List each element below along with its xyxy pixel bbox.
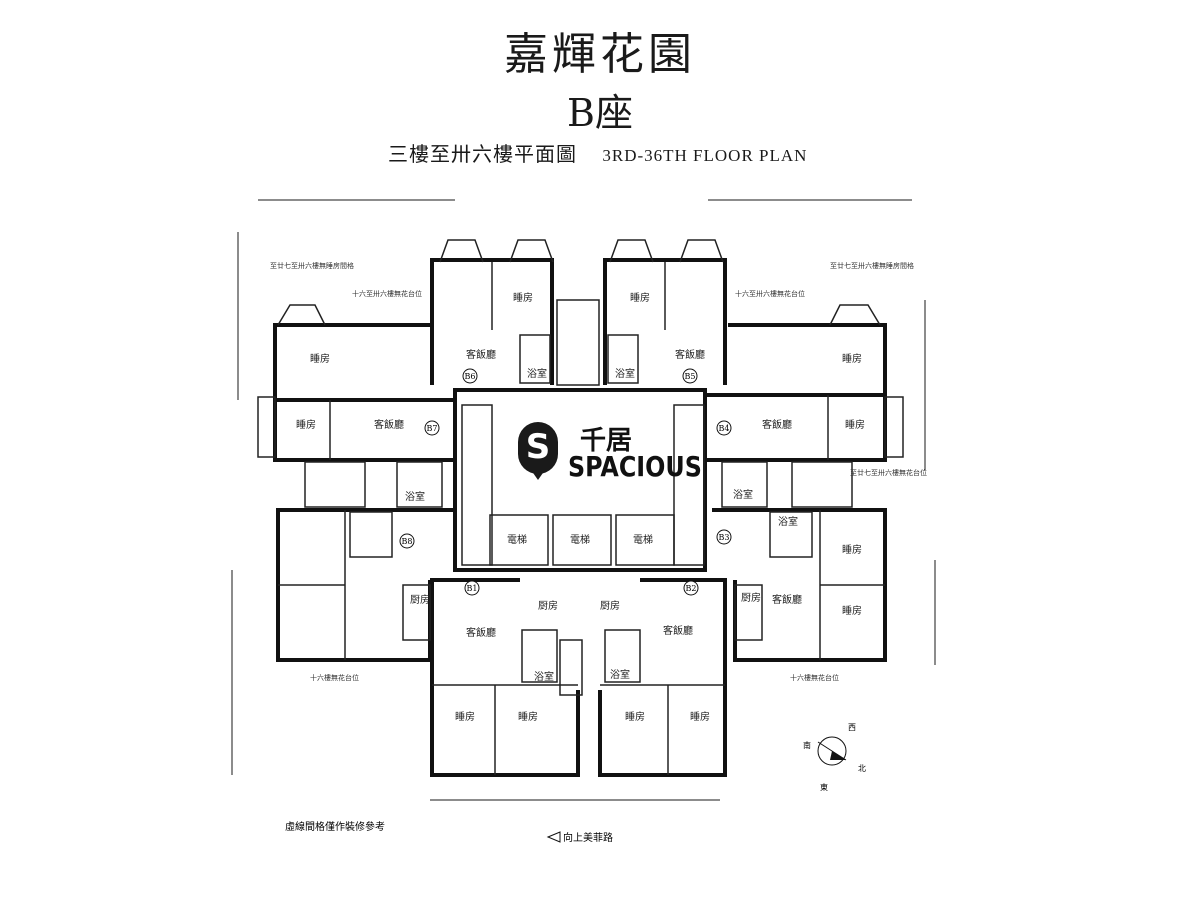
room-bathroom: 浴室 [405, 490, 425, 503]
room-bathroom: 浴室 [534, 670, 554, 683]
s-logo-pointer [531, 470, 545, 480]
note-right-top: 至廿七至卅六樓無睡房間格 [830, 261, 914, 270]
note-left-bottom: 十六樓無花台位 [310, 673, 359, 682]
street-name: 向上美菲路 [563, 831, 613, 844]
room-bedroom: 睡房 [625, 710, 645, 723]
svg-text:南: 南 [803, 740, 811, 750]
room-kitchen: 厨房 [538, 599, 558, 612]
svg-text:B1: B1 [467, 584, 478, 593]
disclaimer-note: 虛線間格僅作裝修參考 [285, 820, 385, 833]
room-lift: 電梯 [570, 533, 590, 546]
floor-range-title: 三樓至卅六樓平面圖 3RD-36TH FLOOR PLAN [388, 138, 807, 167]
room-bathroom: 浴室 [527, 367, 547, 380]
note-right-mid: 十六至卅六樓無花台位 [735, 289, 805, 298]
svg-text:B2: B2 [686, 584, 697, 593]
floor-range-en: 3RD-36TH FLOOR PLAN [602, 146, 808, 165]
s-logo-icon: S [518, 422, 558, 474]
plan-notes: 至廿七至卅六樓無睡房間格 至廿七至卅六樓無睡房間格 十六至卅六樓無花台位 十六至… [270, 261, 927, 682]
room-living: 客飯廳 [675, 348, 705, 361]
floor-range-cn: 三樓至卅六樓平面圖 [388, 142, 577, 166]
estate-name: 嘉輝花園 [504, 29, 696, 80]
room-bathroom: 浴室 [733, 488, 753, 501]
note-right-bottom: 十六樓無花台位 [790, 673, 839, 682]
room-bedroom: 睡房 [845, 418, 865, 431]
room-bedroom: 睡房 [455, 710, 475, 723]
room-kitchen: 厨房 [600, 599, 620, 612]
svg-text:B4: B4 [719, 424, 730, 433]
room-lift: 電梯 [633, 533, 653, 546]
note-left-top: 至廿七至卅六樓無睡房間格 [270, 261, 354, 270]
note-right-side: 至廿七至卅六樓無花台位 [850, 468, 927, 477]
svg-text:北: 北 [858, 764, 866, 773]
room-bedroom: 睡房 [630, 291, 650, 304]
room-living: 客飯廳 [772, 593, 802, 606]
room-bedroom: 睡房 [518, 710, 538, 723]
unit-marker-b5: B5 [682, 368, 698, 384]
compass-icon: 西 南 北 東 [803, 723, 866, 792]
unit-marker-b8: B8 [399, 533, 415, 549]
note-left-mid: 十六至卅六樓無花台位 [352, 289, 422, 298]
room-bedroom: 睡房 [690, 710, 710, 723]
unit-marker-b7: B7 [424, 420, 440, 436]
svg-text:B8: B8 [402, 537, 413, 546]
room-bedroom: 睡房 [513, 291, 533, 304]
svg-text:B6: B6 [465, 372, 476, 381]
svg-text:西: 西 [848, 723, 856, 732]
room-living: 客飯廳 [466, 348, 496, 361]
room-bedroom: 睡房 [842, 604, 862, 617]
room-bedroom: 睡房 [842, 352, 862, 365]
block-name: B座 [567, 91, 633, 135]
spacious-watermark-logo: S 千居 SPACIOUS [518, 420, 702, 490]
room-living: 客飯廳 [762, 418, 792, 431]
room-bedroom: 睡房 [842, 543, 862, 556]
unit-marker-b4: B4 [716, 420, 732, 436]
room-bedroom: 睡房 [310, 352, 330, 365]
room-living: 客飯廳 [466, 626, 496, 639]
unit-markers: B6 B5 B7 B4 B8 B3 B1 B2 [399, 368, 732, 596]
svg-text:B7: B7 [427, 424, 438, 433]
brand-en: SPACIOUS [568, 450, 702, 483]
svg-text:東: 東 [820, 782, 828, 792]
room-living: 客飯廳 [663, 624, 693, 637]
brand-cn: 千居 [580, 426, 633, 456]
room-bathroom: 浴室 [610, 668, 630, 681]
unit-marker-b3: B3 [716, 529, 732, 545]
room-lift: 電梯 [507, 533, 527, 546]
room-bathroom: 浴室 [778, 515, 798, 528]
svg-text:B5: B5 [685, 372, 696, 381]
room-bathroom: 浴室 [615, 367, 635, 380]
interior-partitions [257, 239, 904, 775]
room-living: 客飯廳 [374, 418, 404, 431]
unit-marker-b2: B2 [683, 580, 699, 596]
room-kitchen: 厨房 [410, 593, 430, 606]
unit-marker-b6: B6 [462, 368, 478, 384]
room-kitchen: 厨房 [741, 591, 761, 604]
svg-text:B3: B3 [719, 533, 730, 542]
street-direction: 向上美菲路 [546, 831, 613, 844]
room-bedroom: 睡房 [296, 418, 316, 431]
unit-marker-b1: B1 [464, 580, 480, 596]
room-labels: 睡房 睡房 客飯廳 客飯廳 浴室 浴室 睡房 睡房 睡房 客飯廳 客飯廳 睡房 … [296, 291, 865, 723]
